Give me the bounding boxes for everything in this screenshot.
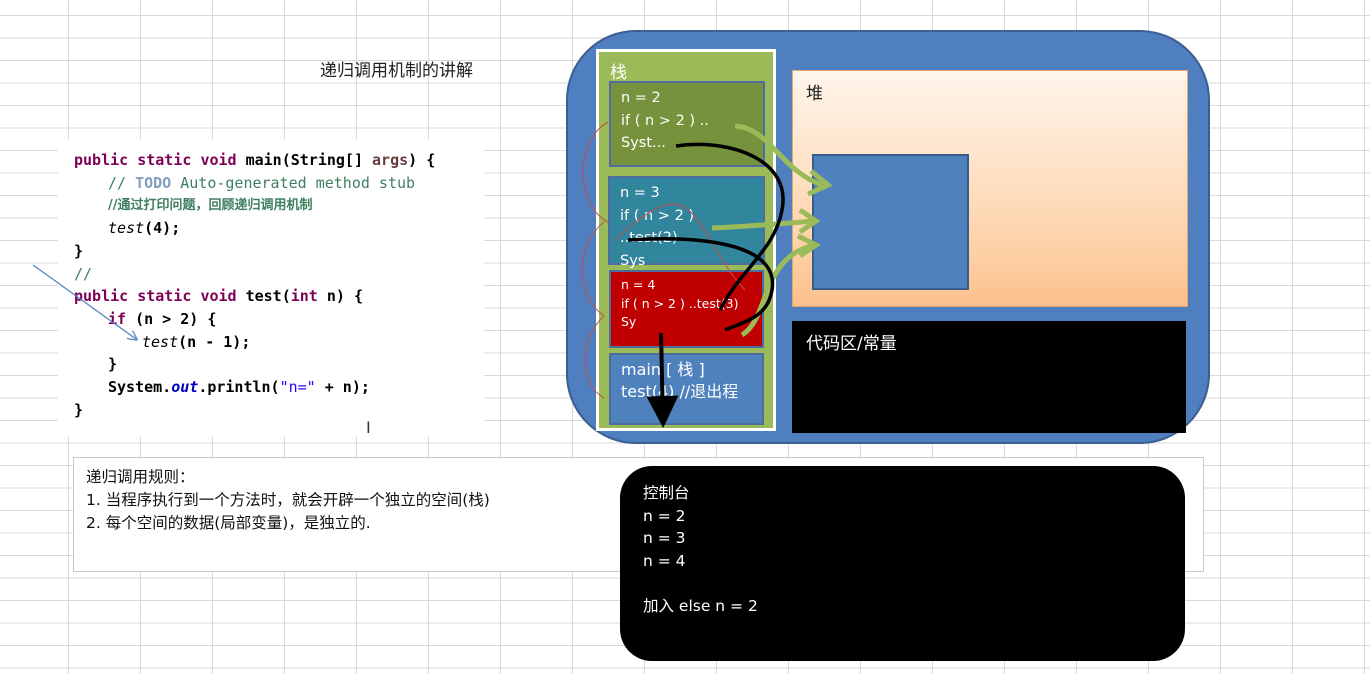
keyword: void bbox=[200, 287, 237, 305]
keyword: static bbox=[137, 151, 192, 169]
frame-line: n = 3 bbox=[620, 185, 660, 201]
code-line-println: System.out.println("n=" + n); bbox=[108, 376, 370, 399]
code-text: (n - 1); bbox=[178, 333, 251, 351]
rules-heading: 递归调用规则： bbox=[86, 468, 195, 486]
console-panel: 控制台 n = 2 n = 3 n = 4 加入 else n = 2 bbox=[620, 466, 1185, 661]
rule-item: 2. 每个空间的数据(局部变量)，是独立的. bbox=[86, 514, 371, 532]
stack-frame-n3: n = 3 if ( n > 2 ) ..test(2) Sys bbox=[608, 176, 765, 269]
frame-line: n = 2 bbox=[621, 90, 661, 106]
frame-line: if ( n > 2 ) ..test(2) bbox=[620, 207, 695, 247]
code-param: args bbox=[372, 151, 409, 169]
comment: Auto-generated method stub bbox=[171, 174, 416, 192]
stack-label: 栈 bbox=[610, 63, 627, 83]
code-line-close-brace: } bbox=[74, 242, 84, 260]
keyword: void bbox=[200, 151, 237, 169]
todo-tag: TODO bbox=[135, 174, 172, 192]
frame-line: test(4) //退出程 bbox=[621, 382, 739, 401]
comment: // bbox=[108, 174, 136, 192]
frame-line: if ( n > 2 ) ..test(3) bbox=[621, 295, 739, 311]
code-text: n) { bbox=[317, 287, 363, 305]
code-line-close-brace: } bbox=[108, 355, 118, 373]
field: out bbox=[171, 378, 199, 396]
frame-line: main [ 栈 ] bbox=[621, 360, 705, 379]
frame-line: Syst... bbox=[621, 135, 666, 151]
code-line-test-signature: public static void test(int n) { bbox=[74, 285, 363, 308]
stack-frame-n2: n = 2 if ( n > 2 ) .. Syst... bbox=[609, 81, 765, 167]
frame-line: Sys bbox=[620, 252, 646, 269]
code-line-main-signature: public static void main(String[] args) { bbox=[74, 149, 435, 172]
code-line-close-brace: } bbox=[74, 401, 84, 419]
code-text: ) { bbox=[408, 151, 436, 169]
code-panel: public static void main(String[] args) {… bbox=[58, 140, 484, 436]
code-area-label: 代码区/常量 bbox=[806, 334, 897, 354]
code-text: System. bbox=[108, 378, 172, 396]
page-title: 递归调用机制的讲解 bbox=[320, 61, 473, 81]
frame-line: Sy bbox=[621, 314, 637, 329]
method-call: test bbox=[142, 333, 179, 351]
frame-line: if ( n > 2 ) .. bbox=[621, 112, 709, 129]
code-line-call-test4: test(4); bbox=[108, 217, 180, 240]
code-text: + n); bbox=[315, 378, 370, 396]
rule-item: 1. 当程序执行到一个方法时，就会开辟一个独立的空间(栈) bbox=[86, 491, 490, 509]
console-line bbox=[643, 572, 1162, 595]
code-text: .println( bbox=[198, 378, 280, 396]
code-text: main(String[] bbox=[236, 151, 373, 169]
stack-frame-n4: n = 4 if ( n > 2 ) ..test(3) Sy bbox=[609, 270, 764, 348]
console-line: n = 4 bbox=[643, 551, 686, 570]
method-call: test bbox=[108, 219, 145, 237]
heap-object bbox=[812, 154, 969, 290]
code-line-recursive-call: test(n - 1); bbox=[142, 331, 250, 354]
keyword: int bbox=[290, 287, 318, 305]
code-line-todo-comment: // TODO Auto-generated method stub bbox=[108, 172, 415, 195]
keyword: static bbox=[137, 287, 192, 305]
code-line-comment: // bbox=[74, 265, 93, 283]
keyword: public bbox=[74, 151, 129, 169]
console-line: 加入 else n = 2 bbox=[643, 596, 758, 615]
code-text: (n > 2) { bbox=[126, 310, 217, 328]
code-line-if: if (n > 2) { bbox=[108, 308, 216, 331]
text-cursor-icon: I bbox=[366, 418, 371, 437]
keyword: public bbox=[74, 287, 129, 305]
console-line: n = 3 bbox=[643, 529, 686, 547]
heap-label: 堆 bbox=[806, 84, 823, 104]
code-text: (4); bbox=[144, 219, 181, 237]
frame-line: n = 4 bbox=[621, 277, 656, 292]
string-literal: "n=" bbox=[279, 378, 316, 396]
code-line-zh-comment: //通过打印问题，回顾递归调用机制 bbox=[108, 198, 313, 213]
stack-frame-main: main [ 栈 ] test(4) //退出程 bbox=[609, 353, 764, 425]
keyword: if bbox=[108, 310, 127, 328]
console-line: n = 2 bbox=[643, 506, 686, 525]
code-text: test( bbox=[236, 287, 291, 305]
code-constant-area bbox=[792, 321, 1186, 433]
console-title: 控制台 bbox=[643, 484, 690, 502]
